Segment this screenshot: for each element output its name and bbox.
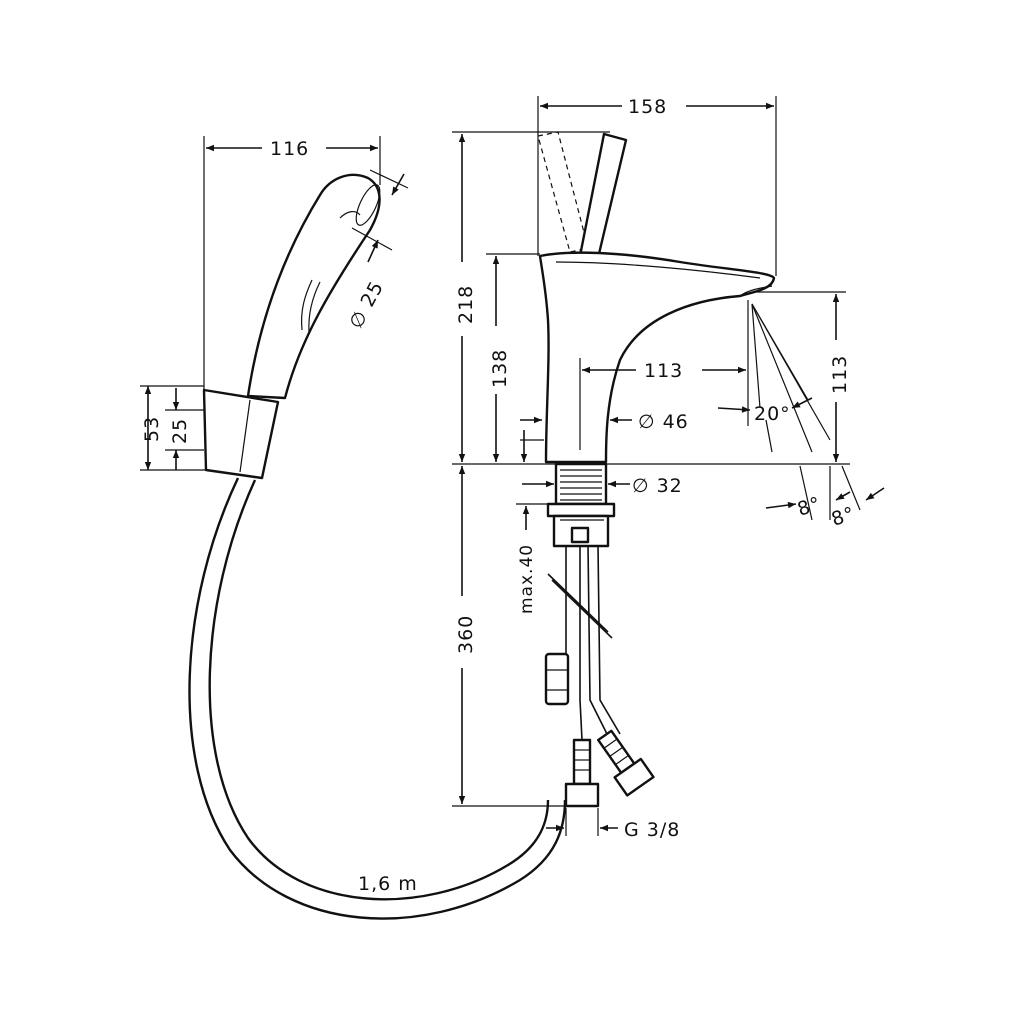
label-angle-8-left: 8° — [795, 493, 824, 521]
lever-alt-position — [537, 131, 589, 253]
break-line-2 — [551, 579, 613, 639]
label-158: 158 — [628, 96, 667, 118]
label-113-height: 113 — [829, 355, 851, 394]
label-diam-25: ∅ 25 — [345, 277, 388, 332]
stream-line-3 — [751, 303, 831, 441]
stream-line-4 — [751, 303, 813, 453]
stream-line-1 — [751, 303, 761, 409]
supply-hose-c — [587, 545, 609, 737]
label-360: 360 — [455, 615, 477, 654]
label-116: 116 — [270, 138, 309, 160]
label-g-3-8: G 3/8 — [624, 819, 680, 841]
supply-hose-b — [579, 546, 583, 741]
dim-body-diameter: ∅ 46 — [520, 411, 689, 462]
dim-shower-width: 116 — [203, 136, 381, 390]
dim-connection: G 3/8 — [546, 808, 680, 841]
dim-spout-reach: 113 — [579, 300, 749, 450]
faucet-top-edge — [555, 261, 761, 279]
fitting-left — [572, 738, 592, 786]
holder-shading — [239, 399, 251, 473]
fitting-left-nut — [564, 782, 600, 808]
label-angle-20: 20° — [754, 403, 791, 425]
dim-stream-angle: 20° — [717, 397, 813, 425]
faucet-body — [538, 251, 776, 464]
shower-trigger-edge — [308, 281, 321, 333]
shower-hose-inner — [208, 479, 550, 901]
dim-stream-height: 113 — [756, 291, 851, 462]
supply-hose-d — [597, 545, 621, 735]
fitting-right-nut — [613, 757, 655, 797]
label-53: 53 — [141, 416, 163, 442]
shower-detail — [339, 211, 361, 219]
label-25: 25 — [169, 418, 191, 444]
dim-total-height: 218 — [452, 131, 850, 465]
nut-bolt — [570, 526, 590, 544]
hose-connector — [544, 652, 570, 706]
dim-holder: 53 25 — [140, 385, 206, 471]
mounting-washer — [546, 502, 616, 518]
dim-max-40: max.40 — [516, 503, 548, 614]
shower-trigger — [300, 279, 313, 331]
label-diam-46: ∅ 46 — [638, 411, 689, 433]
label-113-reach: 113 — [644, 360, 683, 382]
faucet-lever — [578, 132, 628, 260]
dim-spread-angles: 8° 8° — [765, 465, 885, 531]
label-max-40: max.40 — [517, 544, 537, 614]
label-diam-32: ∅ 32 — [632, 475, 683, 497]
label-138: 138 — [489, 349, 511, 388]
shower-head — [246, 173, 381, 400]
faucet-outlet — [739, 285, 773, 297]
dim-base-diameter: ∅ 32 — [522, 475, 683, 497]
break-line-1 — [547, 573, 609, 633]
label-hose-length: 1,6 m — [358, 873, 418, 895]
dim-hose-360: 360 — [452, 466, 566, 807]
label-218: 218 — [455, 285, 477, 324]
shower-holder — [202, 388, 280, 480]
hand-shower — [188, 173, 567, 920]
label-angle-8-right: 8° — [829, 503, 858, 531]
shower-hose-outer — [188, 477, 567, 920]
dim-faucet-width: 158 — [537, 96, 777, 276]
shower-nozzle — [355, 184, 381, 226]
dim-spout-height: 138 — [486, 253, 540, 462]
faucet — [537, 131, 831, 808]
